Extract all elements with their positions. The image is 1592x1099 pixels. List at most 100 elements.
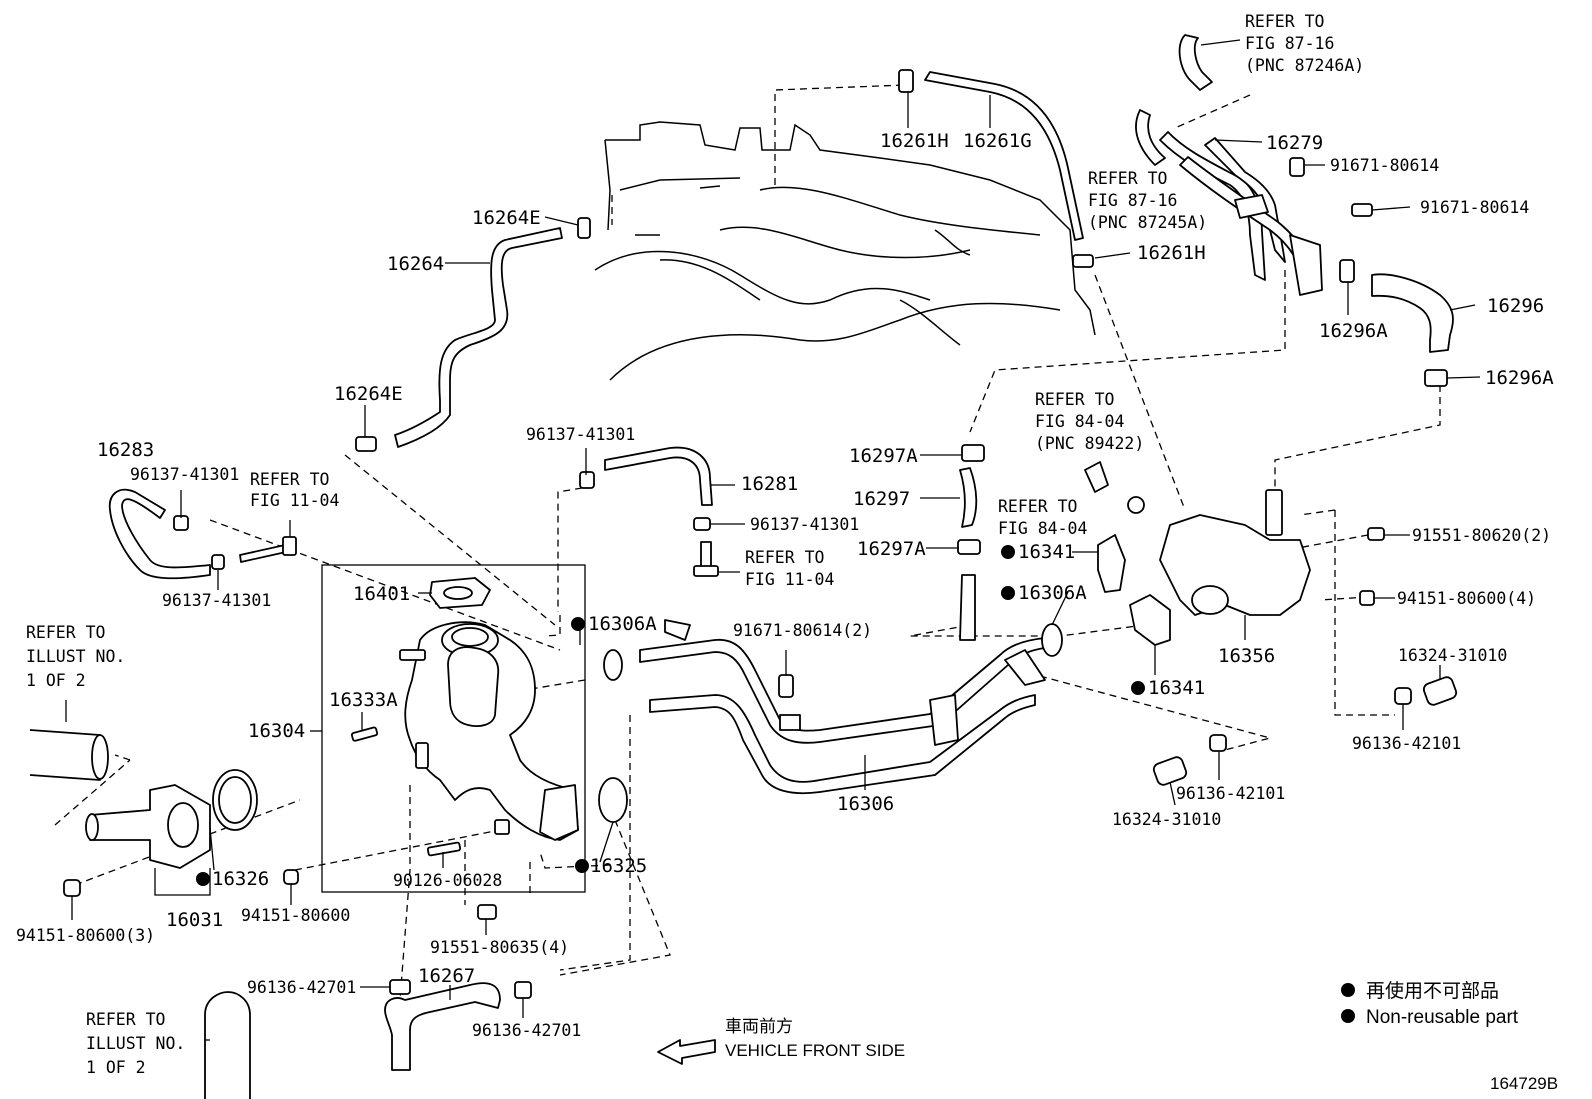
clamp-16283-b xyxy=(211,554,225,570)
callout-16267[interactable]: 16267 xyxy=(418,965,475,987)
callout-96137-41301-a[interactable]: 96137-41301 xyxy=(130,465,239,484)
dot-16325 xyxy=(575,859,589,873)
callout-16261H-top[interactable]: 16261H xyxy=(880,130,949,152)
callout-16341-b[interactable]: 16341 xyxy=(1148,677,1205,699)
callout-16283[interactable]: 16283 xyxy=(97,439,154,461)
refer-notes: REFER TO FIG 87-16 (PNC 87246A) REFER TO… xyxy=(26,12,1364,1077)
callout-16306A-left[interactable]: 16306A xyxy=(588,613,657,635)
refer-fig-11-04-a-line2[interactable]: FIG 11-04 xyxy=(250,491,339,510)
callout-94151-80600-4[interactable]: 94151-80600(4) xyxy=(1397,589,1536,608)
refer-fig-84-04-a-line1[interactable]: REFER TO xyxy=(1035,390,1114,409)
nut-94151-80600-4 xyxy=(1359,590,1375,606)
legend-en: Non-reusable part xyxy=(1366,1007,1519,1028)
refer-fig-87-16-a-line3[interactable]: (PNC 87246A) xyxy=(1245,56,1364,75)
callout-16261H-right[interactable]: 16261H xyxy=(1137,242,1206,264)
callout-91671-80614-2[interactable]: 91671-80614(2) xyxy=(733,621,872,640)
callout-16306A-right[interactable]: 16306A xyxy=(1018,582,1087,604)
hose-16324-31010-a xyxy=(1422,676,1458,706)
callout-16324-31010-b[interactable]: 16324-31010 xyxy=(1112,810,1221,829)
clamp-16297A-b xyxy=(957,539,981,555)
callout-16261G[interactable]: 16261G xyxy=(963,130,1032,152)
hose-16261G xyxy=(924,71,1084,241)
refer-fig-84-04-a-line2[interactable]: FIG 84-04 xyxy=(1035,412,1124,431)
stud-16333A xyxy=(350,726,379,742)
bolt-91671-80614-b xyxy=(1351,203,1373,217)
refer-fig-87-16-a-line2[interactable]: FIG 87-16 xyxy=(1245,34,1334,53)
callout-16296A-b[interactable]: 16296A xyxy=(1485,367,1554,389)
refer-fig-87-16-b-line1[interactable]: REFER TO xyxy=(1088,169,1167,188)
callout-96136-42101-b[interactable]: 96136-42101 xyxy=(1176,784,1285,803)
clamp-96136-42101-b xyxy=(1209,734,1227,752)
refer-fig-84-04-a-line3[interactable]: (PNC 89422) xyxy=(1035,434,1144,453)
refer-illust-2-line3[interactable]: 1 OF 2 xyxy=(86,1058,146,1077)
outlet-16356 xyxy=(1159,514,1311,616)
callout-96136-42701-a[interactable]: 96136-42701 xyxy=(247,978,356,997)
bolt-fig-11-04-left xyxy=(239,544,287,563)
callout-16296[interactable]: 16296 xyxy=(1487,295,1544,317)
vehicle-front-jp: 車両前方 xyxy=(725,1017,793,1036)
dot-16341-b xyxy=(1131,681,1145,695)
hose-16267 xyxy=(384,982,501,1071)
refer-fig-87-16-b-line2[interactable]: FIG 87-16 xyxy=(1088,191,1177,210)
callout-16264[interactable]: 16264 xyxy=(387,253,444,275)
callout-91551-80635[interactable]: 91551-80635(4) xyxy=(430,938,569,957)
refer-illust-1-line3[interactable]: 1 OF 2 xyxy=(26,671,86,690)
refer-fig-87-16-a-line1[interactable]: REFER TO xyxy=(1245,12,1324,31)
refer-illust-1-line2[interactable]: ILLUST NO. xyxy=(26,647,125,666)
refer-fig-84-04-b-line2[interactable]: FIG 84-04 xyxy=(998,519,1087,538)
callout-16325[interactable]: 16325 xyxy=(590,855,647,877)
callout-16401[interactable]: 16401 xyxy=(353,583,410,605)
callout-16296A-a[interactable]: 16296A xyxy=(1319,320,1388,342)
refer-fig-87-16-b-line3[interactable]: (PNC 87245A) xyxy=(1088,213,1207,232)
callout-96136-42701-b[interactable]: 96136-42701 xyxy=(472,1021,581,1040)
callout-91671-80614-a[interactable]: 91671-80614 xyxy=(1330,156,1439,175)
clamp-16264E-left xyxy=(355,436,377,452)
pipe-illust-bottom xyxy=(204,991,251,1099)
bolt-91551-80620 xyxy=(1367,527,1385,541)
clamp-16281-top xyxy=(579,471,595,489)
callout-94151-80600-3[interactable]: 94151-80600(3) xyxy=(16,926,155,945)
clamp-16296A-b xyxy=(1424,369,1448,387)
callout-16304[interactable]: 16304 xyxy=(248,720,305,742)
gasket-16341-b xyxy=(1129,594,1171,646)
callout-16281[interactable]: 16281 xyxy=(741,473,798,495)
hoses xyxy=(29,34,1458,1099)
figure-id: 164729B xyxy=(1490,1074,1558,1093)
callout-16264E-top[interactable]: 16264E xyxy=(472,207,541,229)
callout-91551-80620[interactable]: 91551-80620(2) xyxy=(1412,526,1551,545)
callout-16279[interactable]: 16279 xyxy=(1266,132,1323,154)
callout-16324-31010-a[interactable]: 16324-31010 xyxy=(1398,646,1507,665)
callout-96137-41301-b[interactable]: 96137-41301 xyxy=(162,591,271,610)
callout-16356[interactable]: 16356 xyxy=(1218,645,1275,667)
callout-16264E-left[interactable]: 16264E xyxy=(334,383,403,405)
refer-fig-11-04-a-line1[interactable]: REFER TO xyxy=(250,470,329,489)
callout-96137-41301-c[interactable]: 96137-41301 xyxy=(526,425,635,444)
callout-90126-06028[interactable]: 90126-06028 xyxy=(393,871,502,890)
legend-dot-jp xyxy=(1341,983,1355,997)
refer-illust-2-line1[interactable]: REFER TO xyxy=(86,1010,165,1029)
part-labels: 16261H 16261G 16261H 16264E 16264 16264E… xyxy=(16,130,1554,1040)
refer-illust-1-line1[interactable]: REFER TO xyxy=(26,623,105,642)
clamp-16261H-right xyxy=(1072,254,1094,268)
callout-96137-41301-d[interactable]: 96137-41301 xyxy=(750,515,859,534)
clamp-96136-42701-b xyxy=(514,981,532,999)
callout-16297A-b[interactable]: 16297A xyxy=(857,538,926,560)
refer-fig-11-04-b-line2[interactable]: FIG 11-04 xyxy=(745,570,834,589)
refer-fig-84-04-b-line1[interactable]: REFER TO xyxy=(998,497,1077,516)
callout-16333A[interactable]: 16333A xyxy=(329,689,398,711)
callout-16031[interactable]: 16031 xyxy=(166,909,223,931)
hose-16264 xyxy=(394,227,563,448)
callout-91671-80614-b[interactable]: 91671-80614 xyxy=(1420,198,1529,217)
refer-illust-2-line2[interactable]: ILLUST NO. xyxy=(86,1034,185,1053)
callout-16297A-a[interactable]: 16297A xyxy=(849,445,918,467)
callout-16306[interactable]: 16306 xyxy=(837,793,894,815)
callout-96136-42101-a[interactable]: 96136-42101 xyxy=(1352,734,1461,753)
callout-16297[interactable]: 16297 xyxy=(853,488,910,510)
callout-16341-a[interactable]: 16341 xyxy=(1018,541,1075,563)
gasket-16341-a xyxy=(1097,534,1126,593)
callout-16326[interactable]: 16326 xyxy=(212,868,269,890)
clamp-16297A-a xyxy=(961,444,985,462)
callout-94151-80600[interactable]: 94151-80600 xyxy=(241,906,350,925)
clamp-16261H-top xyxy=(898,69,914,93)
refer-fig-11-04-b-line1[interactable]: REFER TO xyxy=(745,548,824,567)
